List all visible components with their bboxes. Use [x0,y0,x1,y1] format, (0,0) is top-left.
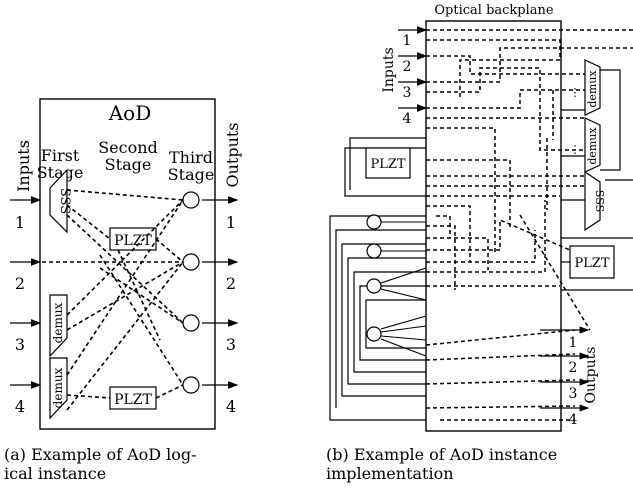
b-demux-label-1: demux [586,70,599,108]
b-input-num-4: 4 [403,111,412,127]
b-plzt-box-left [365,147,411,179]
stage2-line1: Second [98,138,158,157]
input-num-3: 3 [15,335,25,354]
caption-b: (b) Example of AoD instance implementati… [326,445,558,483]
dashed-routes [425,29,633,421]
b-demux-block-1 [584,59,601,116]
output-num-3: 3 [226,335,236,354]
outputs-label-a: Outputs [223,122,242,187]
b-output-num-4: 4 [569,412,578,428]
demux-label-2: demux [51,367,65,408]
demux-block-1 [49,294,68,358]
b-plzt-box-right [569,245,615,279]
b-output-num-1: 1 [569,335,578,351]
caption-a: (a) Example of AoD log- ical instance [4,445,197,483]
plzt-label-top: PLZT [114,233,152,249]
b-sss-block [584,170,601,232]
b-demux-block-2 [584,117,601,173]
demux-block-2 [49,357,68,420]
combiner-3 [182,314,200,332]
backplane-label: Optical backplane [434,3,554,18]
b-demux-dots-1: ⋮ [570,86,581,99]
b-input-num-1: 1 [403,33,412,49]
optical-backplane [425,20,562,432]
stage2-line2: Stage [105,155,152,174]
solid-routes [329,69,633,421]
b-input-num-3: 3 [403,85,412,101]
input-num-2: 2 [15,274,25,293]
outputs-label-b: Outputs [583,347,599,404]
b-output-num-3: 3 [569,386,578,402]
panel-a-logical-instance: AoD First Stage Second Stage Third Stage… [10,98,242,430]
b-plzt-label-left: PLZT [370,157,405,172]
stage3-line2: Stage [168,165,215,184]
input-num-1: 1 [15,213,25,232]
panel-b-implementation: Optical backplane Inputs 1 2 3 4 [329,3,633,432]
output-num-4: 4 [226,397,236,416]
stage1-line2: Stage [37,163,84,182]
sss-label: SSS [57,188,72,214]
b-combiner-1 [366,214,382,230]
b-output-num-2: 2 [569,360,578,376]
aod-title: AoD [108,101,152,125]
plzt-label-bottom: PLZT [114,392,152,408]
stage3-line1: Third [169,148,213,167]
input-num-4: 4 [15,397,25,416]
sss-block [49,168,68,234]
b-combiner-4 [366,326,382,342]
stage1-line1: First [41,146,80,165]
combiner-4 [182,376,200,394]
b-sss-label: SSS [593,190,606,212]
output-num-2: 2 [226,274,236,293]
b-combiner-3 [366,278,382,294]
output-num-1: 1 [226,213,236,232]
combiner-1 [182,191,200,209]
combiner-2 [182,253,200,271]
inputs-label-b: Inputs [381,47,397,92]
logical-links [42,189,184,411]
b-demux-label-2: demux [586,127,599,165]
b-demux-dots-2: ⋮ [570,143,581,156]
b-combiner-2 [366,243,382,259]
inputs-label-a: Inputs [14,140,33,192]
b-plzt-label-right: PLZT [574,256,609,271]
b-input-num-2: 2 [403,59,412,75]
demux-label-1: demux [51,302,65,343]
